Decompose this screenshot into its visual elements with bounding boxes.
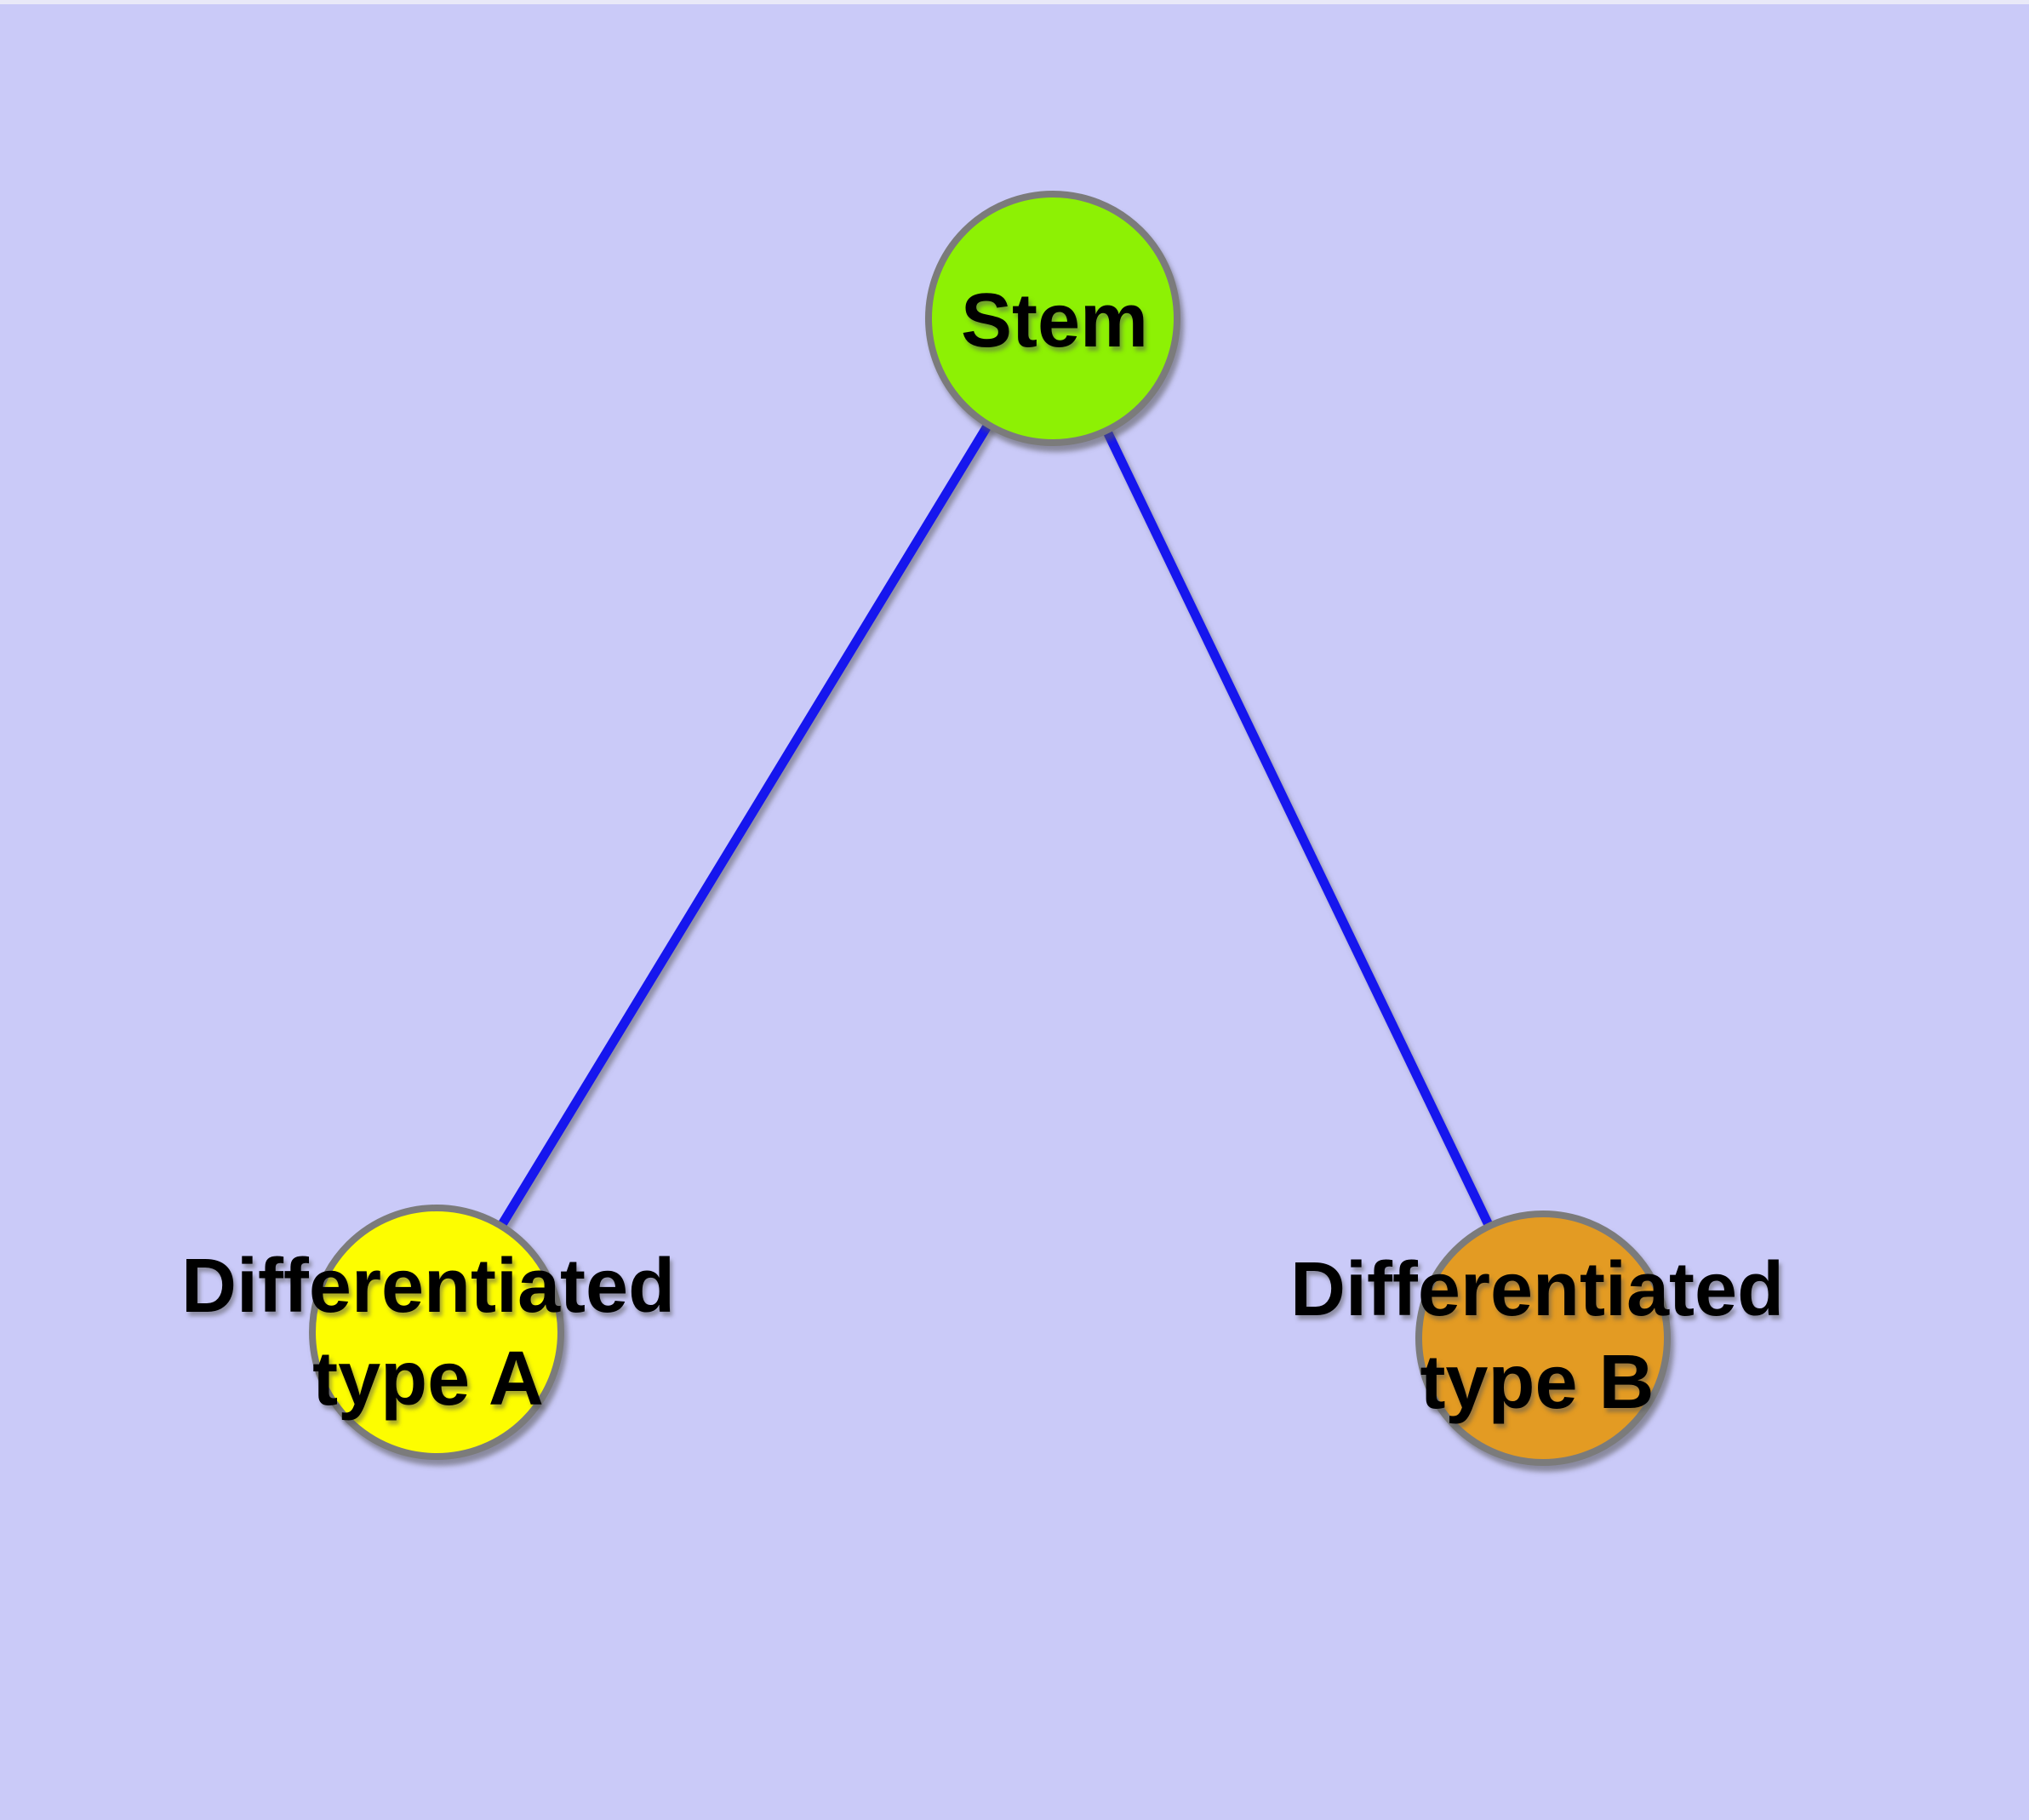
edge-stem-to-type-a	[432, 316, 1057, 1335]
node-differentiated-type-b-circle	[1415, 1210, 1671, 1466]
window-top-edge	[0, 0, 2029, 4]
node-differentiated-type-a-label: Differentiated type A	[180, 1244, 676, 1422]
edge-stem-to-type-b	[1049, 316, 1547, 1341]
node-differentiated-type-a-circle	[309, 1205, 564, 1460]
node-stem-label: Stem	[960, 278, 1149, 363]
node-differentiated-type-b-label: Differentiated type B	[1289, 1247, 1785, 1425]
node-stem-circle	[925, 191, 1180, 446]
